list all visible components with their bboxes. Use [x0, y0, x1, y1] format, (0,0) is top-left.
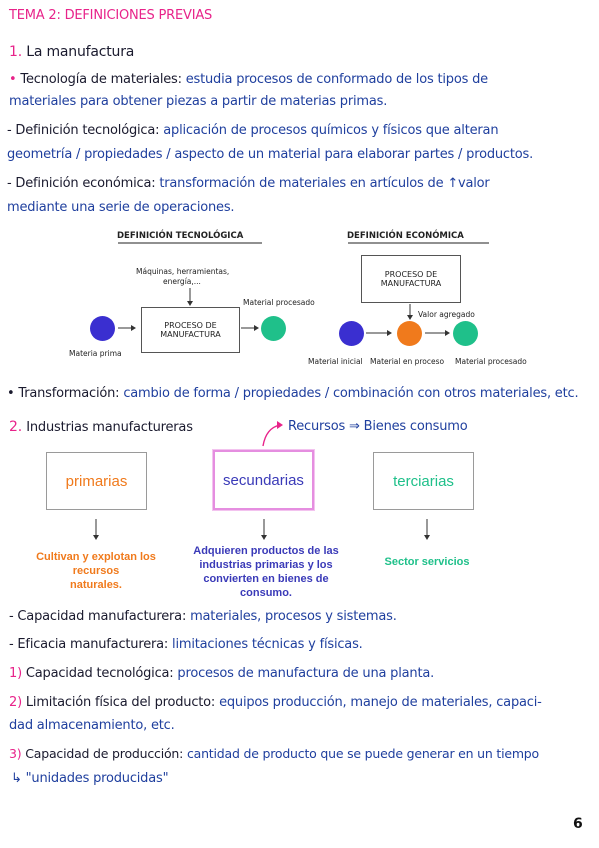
capacidad-label: - Capacidad manufacturera:: [9, 609, 187, 624]
eficacia-line: - Eficacia manufacturera: limitaciones t…: [9, 637, 363, 652]
def-eco-text-1: transformación de materiales en artículo…: [159, 176, 490, 191]
desc-line: Adquieren productos de las: [193, 545, 339, 557]
def-eco-line-1: - Definición económica: transformación d…: [7, 176, 490, 191]
material-procesado-circle: [261, 316, 286, 341]
def-eco-label: - Definición económica:: [7, 176, 156, 191]
item-3-text-2: ↳ "unidades producidas": [11, 771, 169, 786]
def-tec-text-2: geometría / propiedades / aspecto de un …: [7, 147, 534, 162]
item-3-label: Capacidad de producción:: [25, 746, 184, 761]
def-tec-label: - Definición tecnológica:: [7, 123, 160, 138]
def-eco-text-2: mediante una serie de operaciones.: [7, 200, 235, 215]
tecnologia-text-1: estudia procesos de conformado de los ti…: [185, 72, 488, 87]
item-3: 3) Capacidad de producción: cantidad de …: [9, 746, 539, 761]
industry-terciarias-box: terciarias: [373, 452, 474, 510]
page-number: 6: [573, 816, 583, 832]
transformacion-line: • Transformación: cambio de forma / prop…: [7, 386, 579, 401]
transformacion-text: cambio de forma / propiedades / combinac…: [123, 386, 579, 401]
capacidad-line: - Capacidad manufacturera: materiales, p…: [9, 609, 397, 624]
diagram-right-title: DEFINICIÓN ECONÓMICA: [347, 231, 464, 241]
recursos-bienes: Recursos ⇒ Bienes consumo: [288, 419, 468, 434]
tecnologia-line-1: • Tecnología de materiales: estudia proc…: [9, 72, 488, 87]
desc-line: Cultivan y explotan los recursos: [36, 551, 156, 577]
item-1-label: Capacidad tecnológica:: [25, 666, 174, 681]
eficacia-text: limitaciones técnicas y físicas.: [172, 637, 363, 652]
diagram-left-inputs-2: energía,...: [163, 277, 201, 286]
def-tec-line-1: - Definición tecnológica: aplicación de …: [7, 123, 499, 138]
section-2-number: 2.: [9, 419, 22, 435]
process-box-line-1: PROCESO DE: [164, 321, 217, 330]
process-box-line-2: MANUFACTURA: [380, 279, 442, 288]
item-1-number: 1): [9, 666, 22, 681]
diagram-left-inputs: Máquinas, herramientas,: [136, 267, 230, 276]
section-1-title: 1. La manufactura: [9, 44, 134, 60]
industry-secundarias-box: secundarias: [213, 450, 314, 510]
material-en-proceso-circle: [397, 321, 422, 346]
item-3-number: 3): [9, 746, 22, 761]
diagram-left-output: Material procesado: [243, 298, 315, 307]
industry-terciarias-desc: Sector servicios: [384, 556, 470, 568]
transformacion-label: • Transformación:: [7, 386, 120, 401]
desc-line: convierten en bienes de consumo.: [203, 573, 329, 599]
section-1-label: La manufactura: [26, 44, 135, 60]
diagram-left-process-box: PROCESO DE MANUFACTURA: [141, 307, 240, 353]
process-box-line-2: MANUFACTURA: [160, 330, 221, 339]
process-box-line-1: PROCESO DE: [384, 270, 438, 279]
desc-line: industrias primarias y los: [199, 559, 333, 571]
def-tec-text-1: aplicación de procesos químicos y físico…: [163, 123, 499, 138]
material-inicial-circle: [339, 321, 364, 346]
eficacia-label: - Eficacia manufacturera:: [9, 637, 169, 652]
section-2-title: 2. Industrias manufactureras: [9, 419, 193, 435]
section-2-label: Industrias manufactureras: [26, 420, 193, 435]
item-2: 2) Limitación física del producto: equip…: [9, 695, 542, 710]
item-2-label: Limitación física del producto:: [25, 695, 216, 710]
valor-agregado-label: Valor agregado: [418, 310, 475, 319]
item-2-number: 2): [9, 695, 22, 710]
item-1: 1) Capacidad tecnológica: procesos de ma…: [9, 666, 434, 681]
industry-primarias-box: primarias: [46, 452, 147, 510]
material-procesado-label: Material procesado: [455, 357, 527, 366]
page-heading: TEMA 2: DEFINICIONES PREVIAS: [9, 8, 213, 23]
material-en-proceso-label: Material en proceso: [370, 357, 445, 366]
item-1-text: procesos de manufactura de una planta.: [177, 666, 435, 681]
capacidad-text: materiales, procesos y sistemas.: [190, 609, 397, 624]
industry-primarias-desc: Cultivan y explotan los recursos natural…: [16, 550, 176, 592]
materia-prima-circle: [90, 316, 115, 341]
desc-line: naturales.: [70, 579, 122, 591]
bullet: •: [9, 72, 17, 87]
item-3-text-1: cantidad de producto que se puede genera…: [186, 746, 539, 761]
material-inicial-label: Material inicial: [308, 357, 363, 366]
material-procesado-circle: [453, 321, 478, 346]
item-2-text-2: dad almacenamiento, etc.: [9, 718, 175, 733]
diagram-left-input-label: Materia prima: [69, 349, 122, 358]
industry-secundarias-desc: Adquieren productos de las industrias pr…: [186, 544, 346, 600]
item-2-text-1: equipos producción, manejo de materiales…: [219, 695, 542, 710]
diagram-right-process-box: PROCESO DE MANUFACTURA: [361, 255, 461, 303]
tecnologia-label: Tecnología de materiales:: [20, 72, 182, 87]
section-1-number: 1.: [9, 44, 22, 60]
tecnologia-text-2: materiales para obtener piezas a partir …: [9, 94, 388, 109]
diagram-left-title: DEFINICIÓN TECNOLÓGICA: [117, 231, 244, 241]
